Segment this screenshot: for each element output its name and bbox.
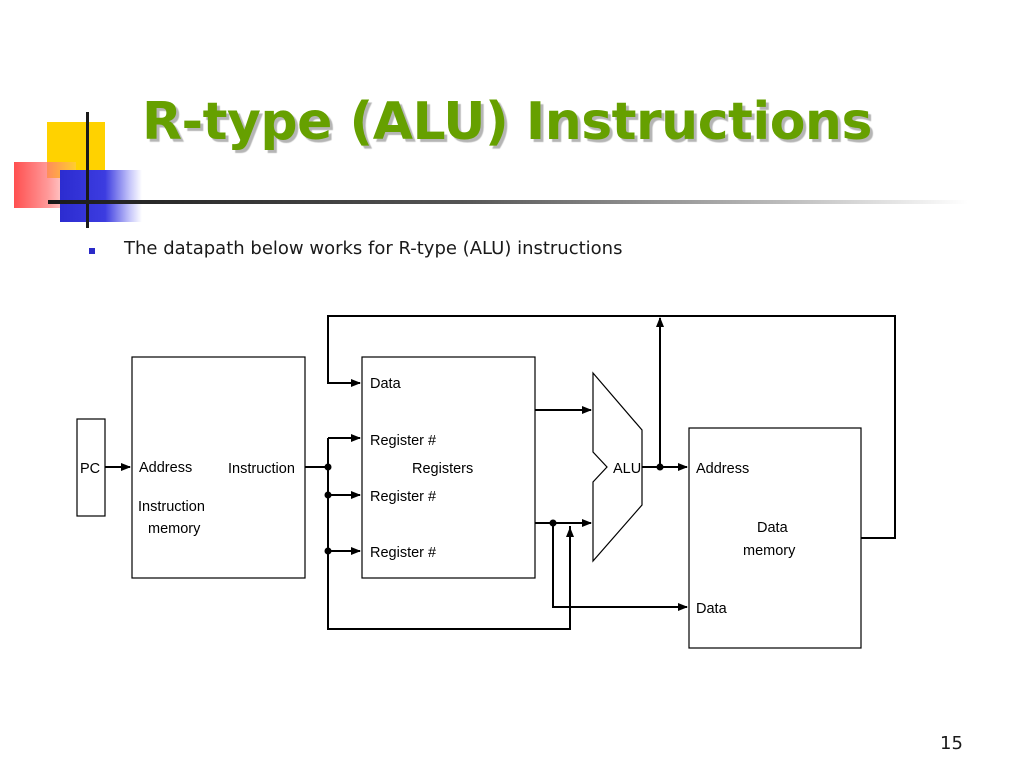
decor-vertical-line	[86, 112, 89, 228]
bullet-text: The datapath below works for R-type (ALU…	[124, 238, 623, 259]
junction-dot	[549, 519, 557, 527]
junction-dot	[656, 463, 664, 471]
register-number-label-1: Register #	[370, 433, 436, 449]
register-number-label-3: Register #	[370, 545, 436, 561]
registers-block	[361, 356, 536, 579]
pc-label: PC	[80, 461, 100, 477]
slide-number: 15	[940, 733, 963, 754]
instruction-memory-name-line1: Instruction	[138, 499, 205, 515]
junction-dot	[324, 491, 332, 499]
instruction-memory-block	[131, 356, 306, 579]
instruction-memory-address-label: Address	[139, 460, 192, 476]
registers-data-label: Data	[370, 376, 402, 392]
instruction-output-label: Instruction	[228, 461, 295, 477]
bullet-square-icon	[89, 248, 95, 254]
register-number-label-2: Register #	[370, 489, 436, 505]
data-memory-block	[688, 427, 862, 649]
junction-dot	[324, 463, 332, 471]
wire-instruction-trunk	[327, 438, 571, 630]
instruction-memory-name-line2: memory	[148, 521, 201, 537]
registers-name-label: Registers	[412, 461, 473, 477]
data-memory-address-label: Address	[696, 461, 749, 477]
data-memory-name-line1: Data	[757, 520, 789, 536]
wire-writeback-loop	[327, 315, 896, 539]
slide-title: R-type (ALU) Instructions	[142, 92, 872, 152]
data-memory-data-label: Data	[696, 601, 728, 617]
alu-block	[592, 371, 643, 563]
title-underline	[48, 200, 968, 204]
decor-blue-square	[60, 170, 142, 222]
wire-read-data-2-to-memory	[552, 523, 688, 611]
junction-dot	[324, 547, 332, 555]
alu-label: ALU	[613, 461, 641, 477]
data-memory-name-line2: memory	[743, 543, 796, 559]
